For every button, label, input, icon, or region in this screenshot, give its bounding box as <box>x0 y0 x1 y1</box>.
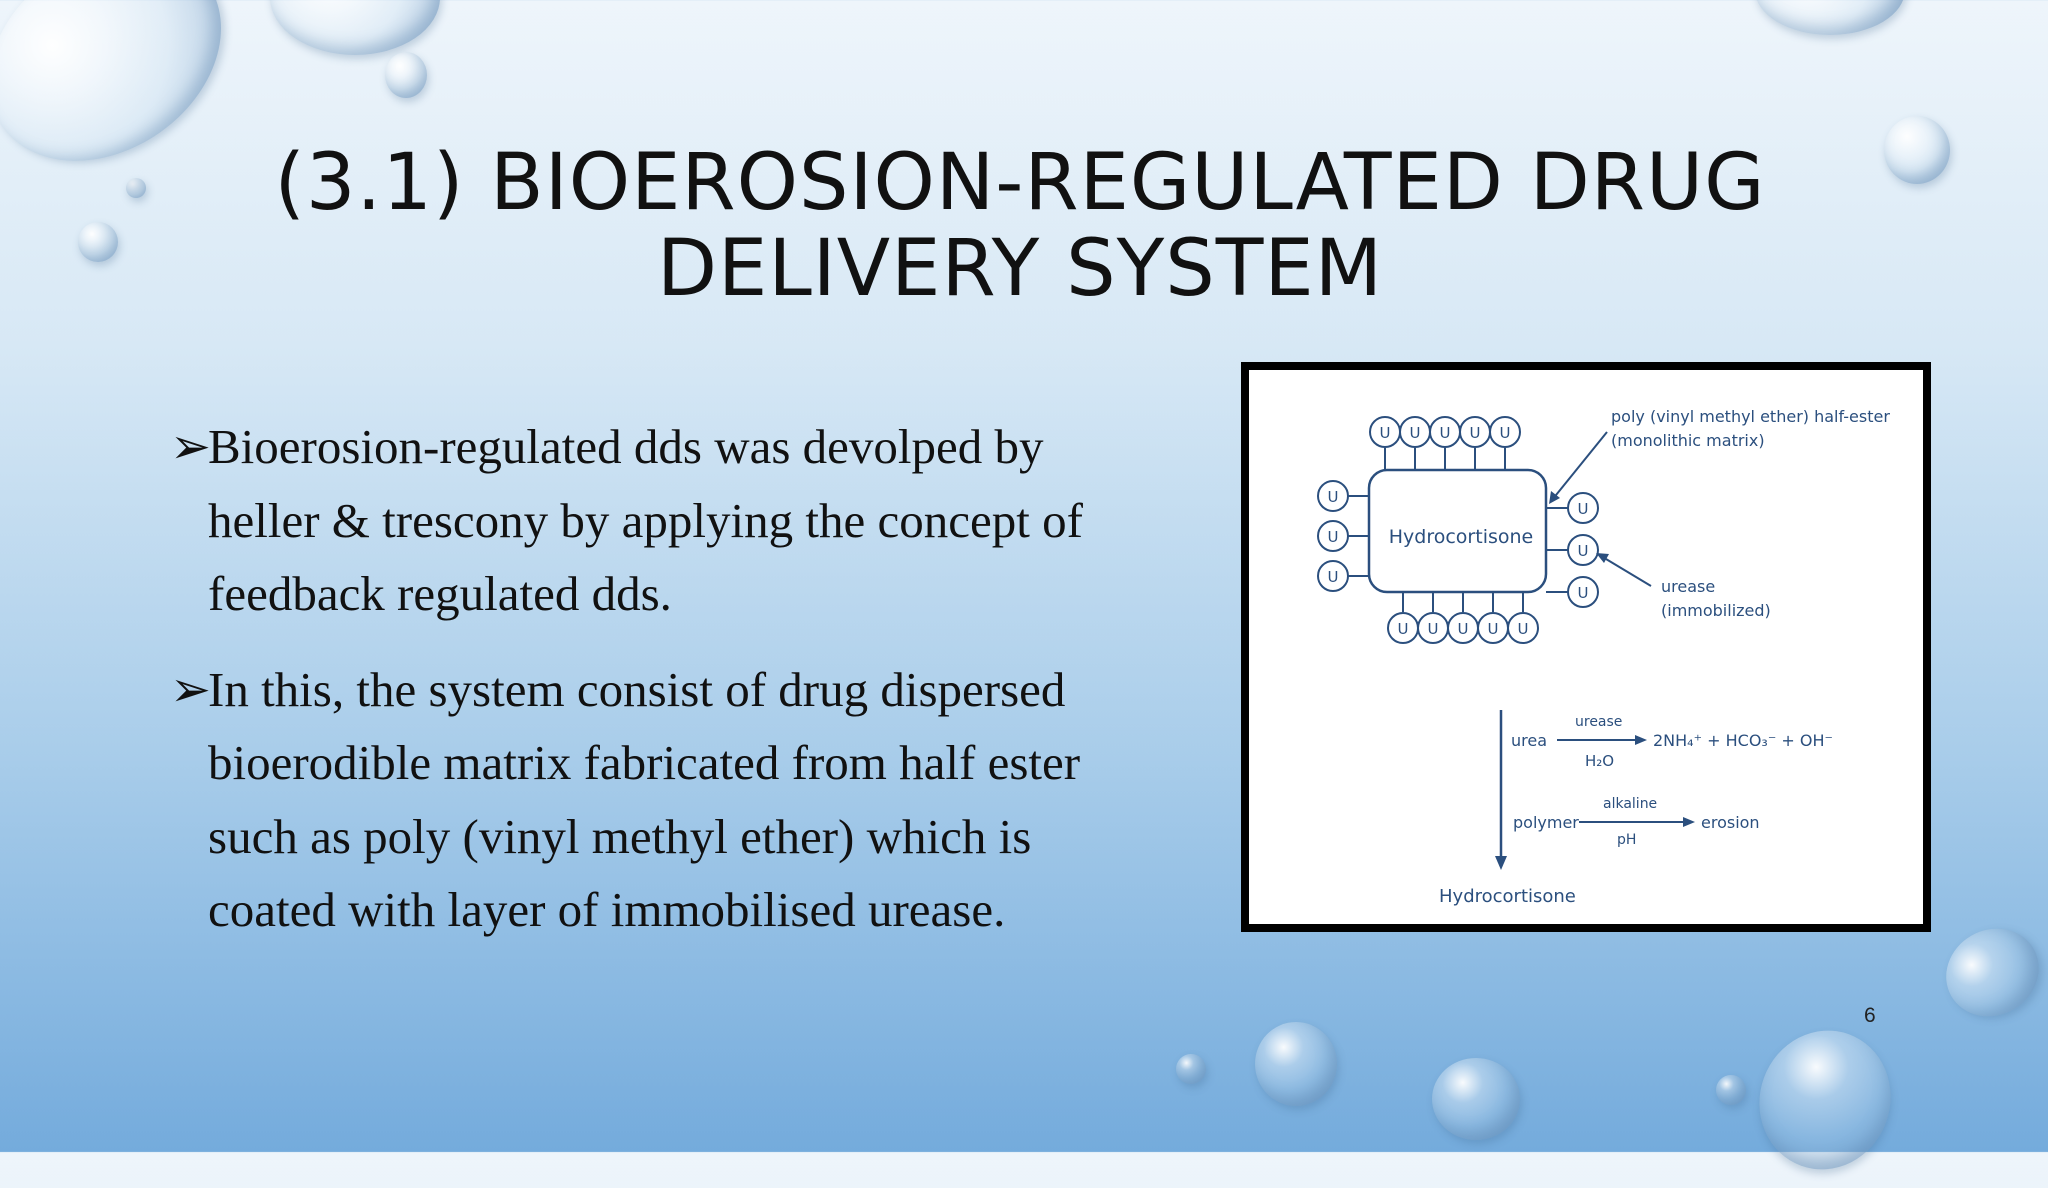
arrow-head-icon <box>1549 491 1560 504</box>
reaction-2-reactant: polymer <box>1513 813 1579 832</box>
urease-units-right: U U U <box>1546 492 1599 608</box>
reaction-1-water: H₂O <box>1585 752 1614 770</box>
urease-unit-label: U <box>1578 500 1589 518</box>
urease-unit-label: U <box>1440 424 1451 442</box>
urease-unit-label: U <box>1398 620 1409 638</box>
slide-title-line-1: (3.1) BIOEROSION-REGULATED DRUG <box>274 138 1766 228</box>
arrow-right-icon <box>1635 735 1647 745</box>
reaction-1-reactant: urea <box>1511 731 1547 750</box>
bullet-text: Bioerosion-regulated dds was devolped by… <box>208 419 1083 621</box>
water-drop-decoration <box>385 52 427 98</box>
urease-unit-label: U <box>1488 620 1499 638</box>
urease-unit-label: U <box>1380 424 1391 442</box>
bullet-text: In this, the system consist of drug disp… <box>208 661 1081 938</box>
bullet-list: ➢ Bioerosion-regulated dds was devolped … <box>170 410 1100 969</box>
urease-unit-label: U <box>1328 488 1339 506</box>
urease-units-bottom: U U U U U <box>1387 592 1539 644</box>
urease-units-left: U U U <box>1317 480 1369 592</box>
reaction-2-condition-bottom: pH <box>1617 832 1636 848</box>
water-drop-decoration <box>1716 1075 1746 1105</box>
bioerosion-diagram: Hydrocortisone U U U U U U U U U U U U <box>1241 362 1931 932</box>
urease-unit-label: U <box>1578 542 1589 560</box>
urease-label-line-2: (immobilized) <box>1661 601 1771 620</box>
reaction-2-condition-top: alkaline <box>1603 796 1657 812</box>
water-drop-decoration <box>126 178 146 198</box>
core-label: Hydrocortisone <box>1389 526 1533 548</box>
water-drop-decoration <box>1739 1011 1911 1188</box>
arrow-head-icon <box>1596 553 1609 563</box>
reaction-2-product: erosion <box>1701 813 1760 832</box>
urease-unit-label: U <box>1410 424 1421 442</box>
urease-unit-label: U <box>1470 424 1481 442</box>
urease-unit-label: U <box>1428 620 1439 638</box>
urease-unit-label: U <box>1328 568 1339 586</box>
water-drop-decoration <box>1884 116 1950 184</box>
urease-unit-label: U <box>1328 528 1339 546</box>
water-drop-decoration <box>1176 1054 1206 1084</box>
water-drop-decoration <box>1755 0 1905 35</box>
water-drop-decoration <box>1930 911 2048 1034</box>
bullet-item: ➢ In this, the system consist of drug di… <box>170 653 1100 947</box>
urease-unit-label: U <box>1458 620 1469 638</box>
urease-unit-label: U <box>1518 620 1529 638</box>
arrow-bullet-icon: ➢ <box>170 661 212 717</box>
water-drop-decoration <box>270 0 440 55</box>
arrow-right-icon <box>1683 817 1695 827</box>
water-drop-decoration <box>1432 1058 1520 1140</box>
reaction-1-enzyme: urease <box>1575 714 1622 730</box>
released-drug-label: Hydrocortisone <box>1439 886 1576 907</box>
diagram-svg: Hydrocortisone U U U U U U U U U U U U <box>1317 407 1890 907</box>
matrix-pointer-arrow <box>1551 431 1608 501</box>
matrix-label-line-2: (monolithic matrix) <box>1611 431 1765 450</box>
water-drop-decoration <box>1255 1022 1337 1106</box>
urease-units-top: U U U U U <box>1369 416 1521 470</box>
slide-title: (3.1) BIOEROSION-REGULATED DRUG DELIVERY… <box>200 140 1840 312</box>
urease-unit-label: U <box>1578 584 1589 602</box>
urease-unit-label: U <box>1500 424 1511 442</box>
urease-pointer-arrow <box>1600 555 1652 587</box>
bullet-item: ➢ Bioerosion-regulated dds was devolped … <box>170 410 1100 631</box>
water-drop-decoration <box>78 222 118 262</box>
urease-label-line-1: urease <box>1661 577 1715 596</box>
reaction-1-products: 2NH₄⁺ + HCO₃⁻ + OH⁻ <box>1653 731 1833 750</box>
arrow-down-icon <box>1495 856 1507 870</box>
arrow-bullet-icon: ➢ <box>170 419 212 474</box>
page-number: 6 <box>1864 1004 1876 1027</box>
matrix-label-line-1: poly (vinyl methyl ether) half-ester <box>1611 407 1890 426</box>
slide-title-line-2: DELIVERY SYSTEM <box>657 224 1383 314</box>
hydrocortisone-matrix-box <box>1367 468 1548 594</box>
